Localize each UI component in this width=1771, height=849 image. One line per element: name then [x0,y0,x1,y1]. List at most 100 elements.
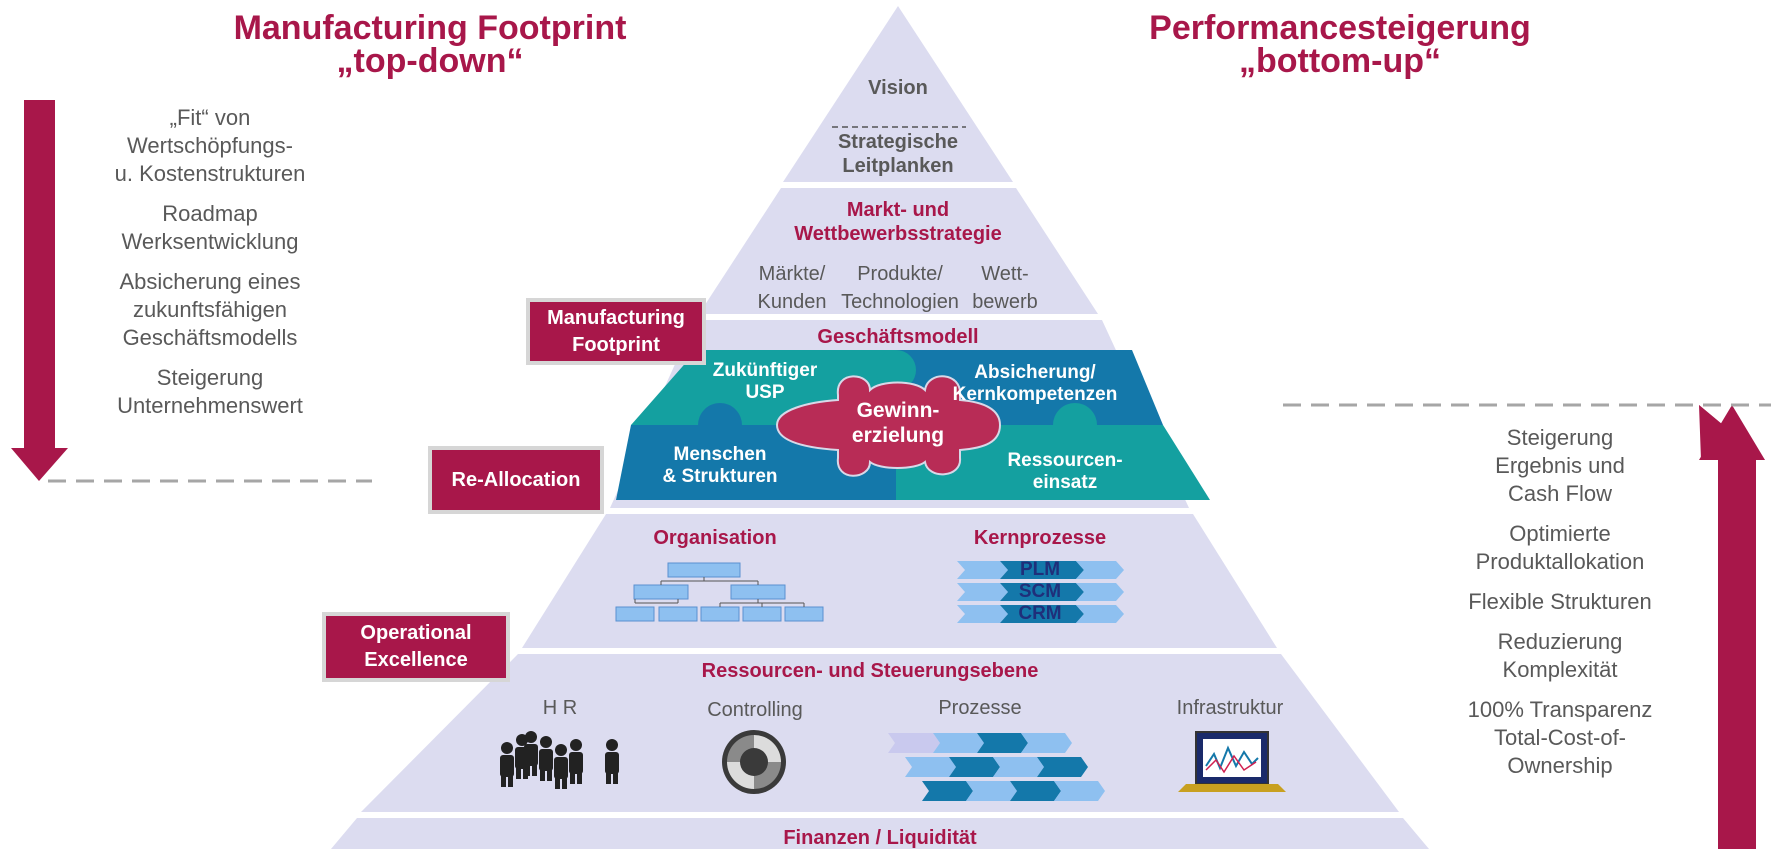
pyramid-level-vision [783,6,1013,182]
market-item-line: Produkte/ [857,263,943,285]
strategic-guardrails-label: Strategische Leitplanken [798,130,998,178]
market-title-line: Markt- und [846,199,950,221]
business-model-label: Geschäftsmodell [817,326,979,348]
left-goal-list: „Fit“ von Wertschöpfungs- u. Kostenstruk… [80,104,340,420]
badge-line: Excellence [364,649,468,671]
right-goal-line: 100% Transparenz [1467,697,1653,722]
header-right-line2: „bottom-up“ [1238,42,1442,80]
right-goal-line: Reduzierung [1497,629,1623,654]
right-goal-item: Steigerung Ergebnis und Cash Flow [1425,424,1695,508]
left-goal-item: Steigerung Unternehmenswert [80,364,340,420]
market-strategy-title: Markt- und Wettbewerbsstrategie [748,198,1048,246]
right-goal-line: Steigerung [1506,425,1614,450]
header-left-line1: Manufacturing Footprint [233,9,627,47]
finance-label: Finanzen / Liquidität [783,827,977,849]
left-goal-line: Geschäftsmodells [122,325,298,350]
puzzle-label-core: Absicherung/ Kernkompetenzen [935,362,1135,406]
puzzle-label-usp: Zukünftiger USP [690,360,840,404]
process-flow-icon [888,733,1105,801]
puzzle-graphic [616,350,1210,500]
badge-manufacturing-footprint: Manufacturing Footprint [526,298,706,365]
resource-processes-label: Prozesse [938,697,1022,719]
puzzle-line: Zukünftiger [712,360,818,381]
left-goal-item: Roadmap Werksentwicklung [80,200,340,256]
right-goal-line: Total-Cost-of- [1493,725,1627,750]
right-goal-line: Flexible Strukturen [1468,589,1652,614]
resource-controlling-label: Controlling [707,699,803,721]
left-goal-line: Werksentwicklung [121,229,299,254]
header-right: Performancesteigerung „bottom-up“ [1105,9,1575,80]
org-chart-icon [615,562,824,622]
market-title-line: Wettbewerbsstrategie [794,223,1002,245]
left-goal-line: u. Kostenstrukturen [114,161,306,186]
puzzle-label-center: Gewinn- erzielung [818,398,978,448]
right-goal-item: 100% Transparenz Total-Cost-of- Ownershi… [1425,696,1695,780]
badge-line: Re-Allocation [451,468,581,491]
badge-line: Operational [360,622,472,644]
puzzle-line: Absicherung/ [974,362,1096,383]
arrow-up-icon [1699,405,1765,849]
right-goal-line: Ergebnis und [1495,453,1625,478]
right-goal-line: Optimierte [1509,521,1611,546]
market-item-products: Produkte/ Technologien [840,260,960,316]
puzzle-label-people: Menschen & Strukturen [630,444,810,488]
header-left-line2: „top-down“ [336,42,524,80]
right-goal-line: Komplexität [1502,657,1618,682]
puzzle-line: erzielung [851,424,945,447]
puzzle-line: USP [745,382,785,403]
header-left: Manufacturing Footprint „top-down“ [200,9,660,80]
header-right-line1: Performancesteigerung [1149,9,1531,47]
process-scm: SCM [1018,581,1062,602]
process-plm: PLM [1019,559,1061,580]
right-goal-item: Optimierte Produktallokation [1425,520,1695,576]
puzzle-line: Gewinn- [856,399,940,422]
puzzle-line: Kernkompetenzen [952,384,1118,405]
left-goal-line: Absicherung eines [119,269,301,294]
left-goal-line: Steigerung [156,365,264,390]
monitor-chart-icon [1178,731,1286,792]
badge-operational-excellence: Operational Excellence [322,612,510,682]
pyramid-level-finance [331,818,1429,849]
process-crm: CRM [1018,603,1062,624]
controlling-cycle-icon [722,730,786,794]
left-goal-item: „Fit“ von Wertschöpfungs- u. Kostenstruk… [80,104,340,188]
pyramid-level-market [699,188,1098,314]
right-goal-list: Steigerung Ergebnis und Cash Flow Optimi… [1425,424,1695,780]
core-processes-label: Kernprozesse [973,527,1107,549]
puzzle-line: & Strukturen [662,466,778,487]
badge-line: Footprint [572,333,660,356]
right-goal-line: Cash Flow [1508,481,1612,506]
strategic-line: Strategische [837,131,959,153]
market-item-line: Wett- [981,263,1029,285]
resource-hr-label: H R [542,697,578,719]
market-item-line: bewerb [972,291,1038,313]
left-goal-line: Roadmap [162,201,258,226]
puzzle-piece-center [775,375,1002,477]
puzzle-line: Menschen [673,444,767,465]
resources-level-label: Ressourcen- und Steuerungsebene [701,660,1039,682]
right-goal-line: Produktallokation [1475,549,1645,574]
resource-infrastructure-label: Infrastruktur [1176,697,1284,719]
pyramid-level-resources [361,654,1399,812]
puzzle-line: einsatz [1032,472,1098,493]
left-goal-item: Absicherung eines zukunftsfähigen Geschä… [80,268,340,352]
right-goal-item: Flexible Strukturen [1425,588,1695,616]
badge-line: Manufacturing [547,306,685,329]
puzzle-label-resources: Ressourcen- einsatz [985,450,1145,494]
badge-re-allocation: Re-Allocation [428,446,604,514]
organisation-label: Organisation [653,527,777,549]
market-item-markets: Märkte/ Kunden [742,260,842,316]
vision-label: Vision [868,77,928,99]
right-goal-item: Reduzierung Komplexität [1425,628,1695,684]
left-goal-line: zukunftsfähigen [132,297,288,322]
market-item-competition: Wett- bewerb [960,260,1050,316]
process-chevrons-icon [957,561,1124,623]
puzzle-line: Ressourcen- [1007,450,1123,471]
market-item-line: Kunden [757,291,827,313]
left-goal-line: Wertschöpfungs- [127,133,293,158]
left-goal-line: „Fit“ von [169,105,251,130]
strategic-line: Leitplanken [842,155,954,177]
market-item-line: Technologien [841,291,959,313]
